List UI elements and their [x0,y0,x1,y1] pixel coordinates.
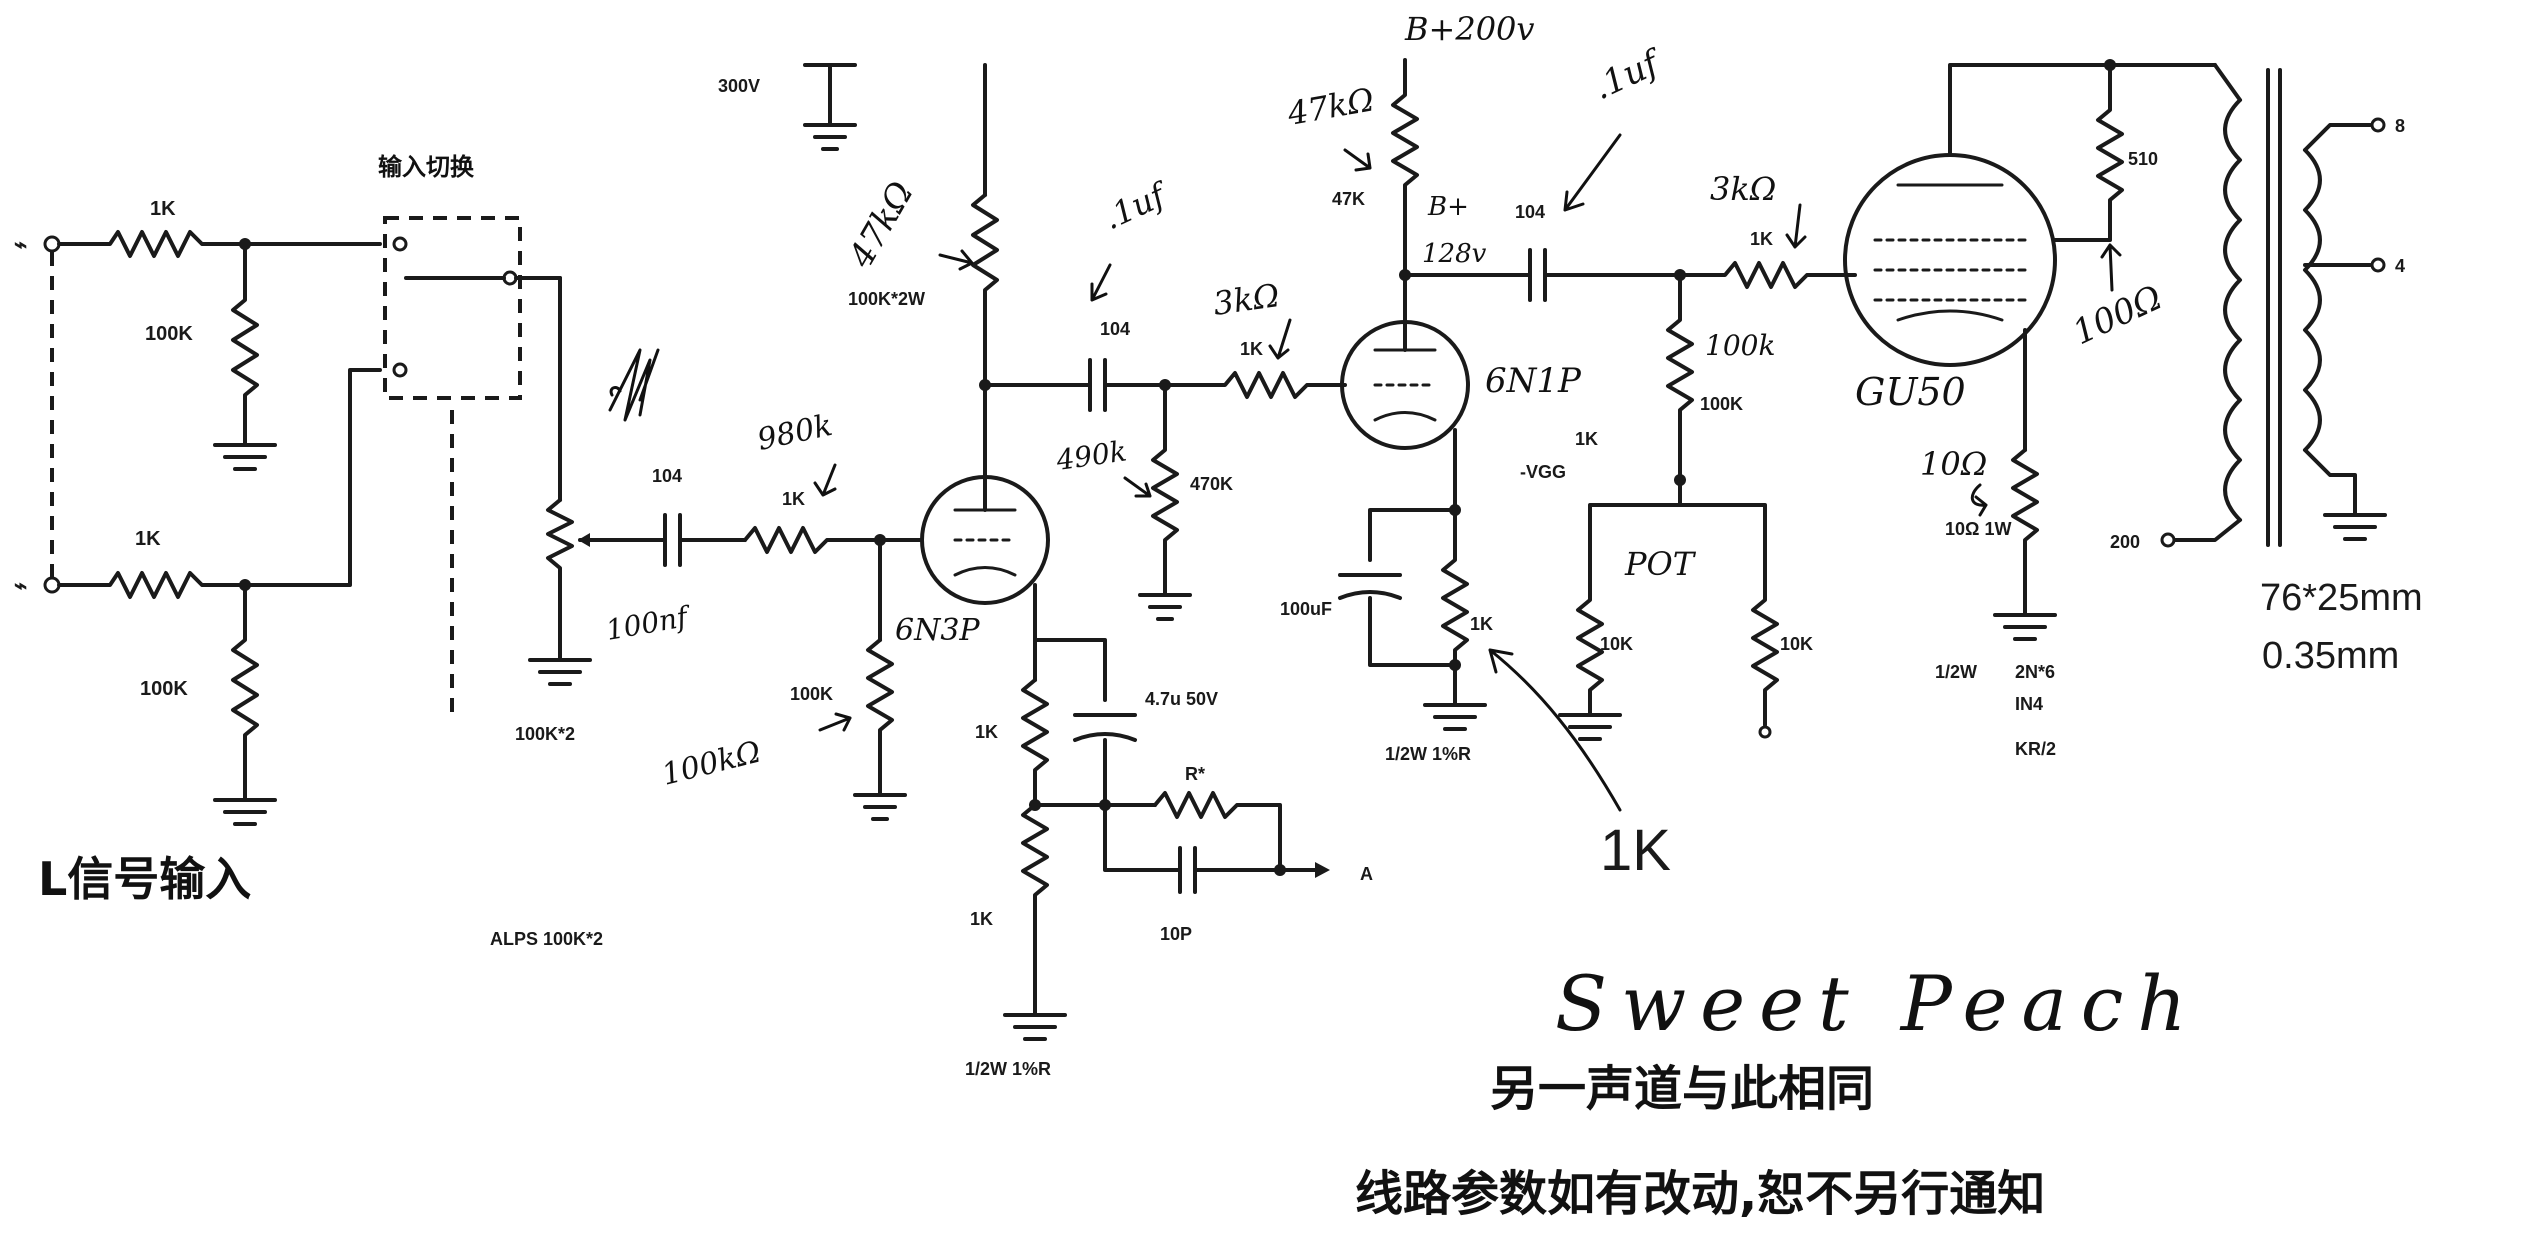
cap-01uf-label-1: .1uf [1097,174,1175,237]
supply-b200v-label: B+200v [1404,10,1534,48]
svg-text:104: 104 [1515,202,1545,222]
stage-3: 104 .1uf 100K 100k 1K -VGG 10K 10K POT 1… [1403,41,2217,759]
svg-text:100K*2: 100K*2 [515,724,575,744]
svg-text:IN4: IN4 [2015,694,2043,714]
svg-text:100K*2W: 100K*2W [848,289,925,309]
res-10ohm-label: 10Ω [1920,445,1987,483]
svg-text:1K: 1K [1470,614,1493,634]
svg-text:1/2W: 1/2W [1935,662,1977,682]
svg-text:300V: 300V [718,76,760,96]
note-same-channel: 另一声道与此相同 [1490,1061,1874,1117]
svg-text:10K: 10K [1600,634,1633,654]
svg-text:1K: 1K [1240,339,1263,359]
input-terminal-r [43,576,61,594]
svg-text:R*: R* [1185,764,1205,784]
svg-text:4.7u 50V: 4.7u 50V [1145,689,1218,709]
output-transformer: 200 8 4 76*25mm 0.35mm [2110,63,2423,677]
res-3k-label-1: 3kΩ [1211,276,1282,323]
b-node-voltage-label: 128v [1422,239,1487,269]
svg-text:104: 104 [1100,319,1130,339]
note-parameters: 线路参数如有改动,恕不另行通知 [1355,1166,2045,1222]
input-label: L信号输入 [38,852,251,906]
notes: Sweet Peach 另一声道与此相同 线路参数如有改动,恕不另行通知 [1355,959,2200,1222]
svg-text:8: 8 [2395,116,2405,136]
svg-text:-VGG: -VGG [1520,462,1566,482]
svg-text:470K: 470K [1190,474,1233,494]
svg-text:1K: 1K [782,489,805,509]
svg-text:1K: 1K [1575,429,1598,449]
res-47k-plate1-label: 47kΩ [841,175,922,276]
svg-text:100uF: 100uF [1280,599,1332,619]
transformer-wire-label: 0.35mm [2262,635,2399,677]
svg-text:100K: 100K [140,678,188,700]
tube-6n3p-label: 6N3P [895,613,980,648]
res-3k-label-2: 3kΩ [1710,170,1776,208]
res-47k-plate2-label: 47kΩ [1284,80,1377,133]
svg-text:10P: 10P [1160,924,1192,944]
svg-text:10K: 10K [1780,634,1813,654]
input-section: ⌁ ⌁ 1K 100K 1K 100K 输入切换 [14,153,603,949]
svg-text:100K: 100K [1700,394,1743,414]
tube-gu50-label: GU50 [1855,370,1966,414]
title: Sweet Peach [1555,959,2200,1048]
res-980k-label: 980k [754,408,835,458]
svg-text:1K: 1K [970,909,993,929]
pot-label: POT [1624,545,1697,583]
svg-text:10Ω 1W: 10Ω 1W [1945,519,2011,539]
res-100k-grid-label: 100kΩ [658,735,764,793]
svg-text:100K: 100K [145,323,193,345]
svg-text:1K: 1K [1750,229,1773,249]
res-490k-label: 490k [1053,434,1128,477]
cap-100nf-label: 100nf [603,599,694,647]
svg-text:2N*6: 2N*6 [2015,662,2055,682]
svg-text:1K: 1K [135,528,161,550]
cap-01uf-label-2: .1uf [1587,41,1669,108]
tube-6n1p-label: 6N1P [1485,361,1582,401]
svg-text:ALPS 100K*2: ALPS 100K*2 [490,929,603,949]
svg-text:104: 104 [652,466,682,486]
svg-text:1K: 1K [150,198,176,220]
svg-text:47K: 47K [1332,189,1365,209]
res-1k-label: 1K [1600,818,1671,883]
svg-text:4: 4 [2395,256,2405,276]
svg-text:1/2W 1%R: 1/2W 1%R [965,1059,1051,1079]
svg-text:1/2W 1%R: 1/2W 1%R [1385,744,1471,764]
res-100k-grid3-label: 100k [1705,329,1775,362]
res-100ohm-label: 100Ω [2067,278,2168,354]
svg-text:A: A [1360,864,1373,884]
svg-text:100K: 100K [790,684,833,704]
stage-1: 104 100nf 1K 980k 100K 100kΩ 6N3P 100K*2… [598,63,1373,1079]
svg-text:510: 510 [2128,149,2158,169]
svg-text:200: 200 [2110,532,2140,552]
svg-text:⌁: ⌁ [14,232,27,257]
svg-text:输入切换: 输入切换 [378,153,475,181]
b-node-label: B+ [1427,192,1469,222]
input-terminal-l [43,235,61,253]
svg-text:⌁: ⌁ [14,573,27,598]
transformer-core-label: 76*25mm [2260,577,2423,619]
stage-2: 104 .1uf 470K 490k 1K 3kΩ 6N1P B+200v 47… [983,10,1671,883]
svg-text:KR/2: KR/2 [2015,739,2056,759]
svg-text:1K: 1K [975,722,998,742]
